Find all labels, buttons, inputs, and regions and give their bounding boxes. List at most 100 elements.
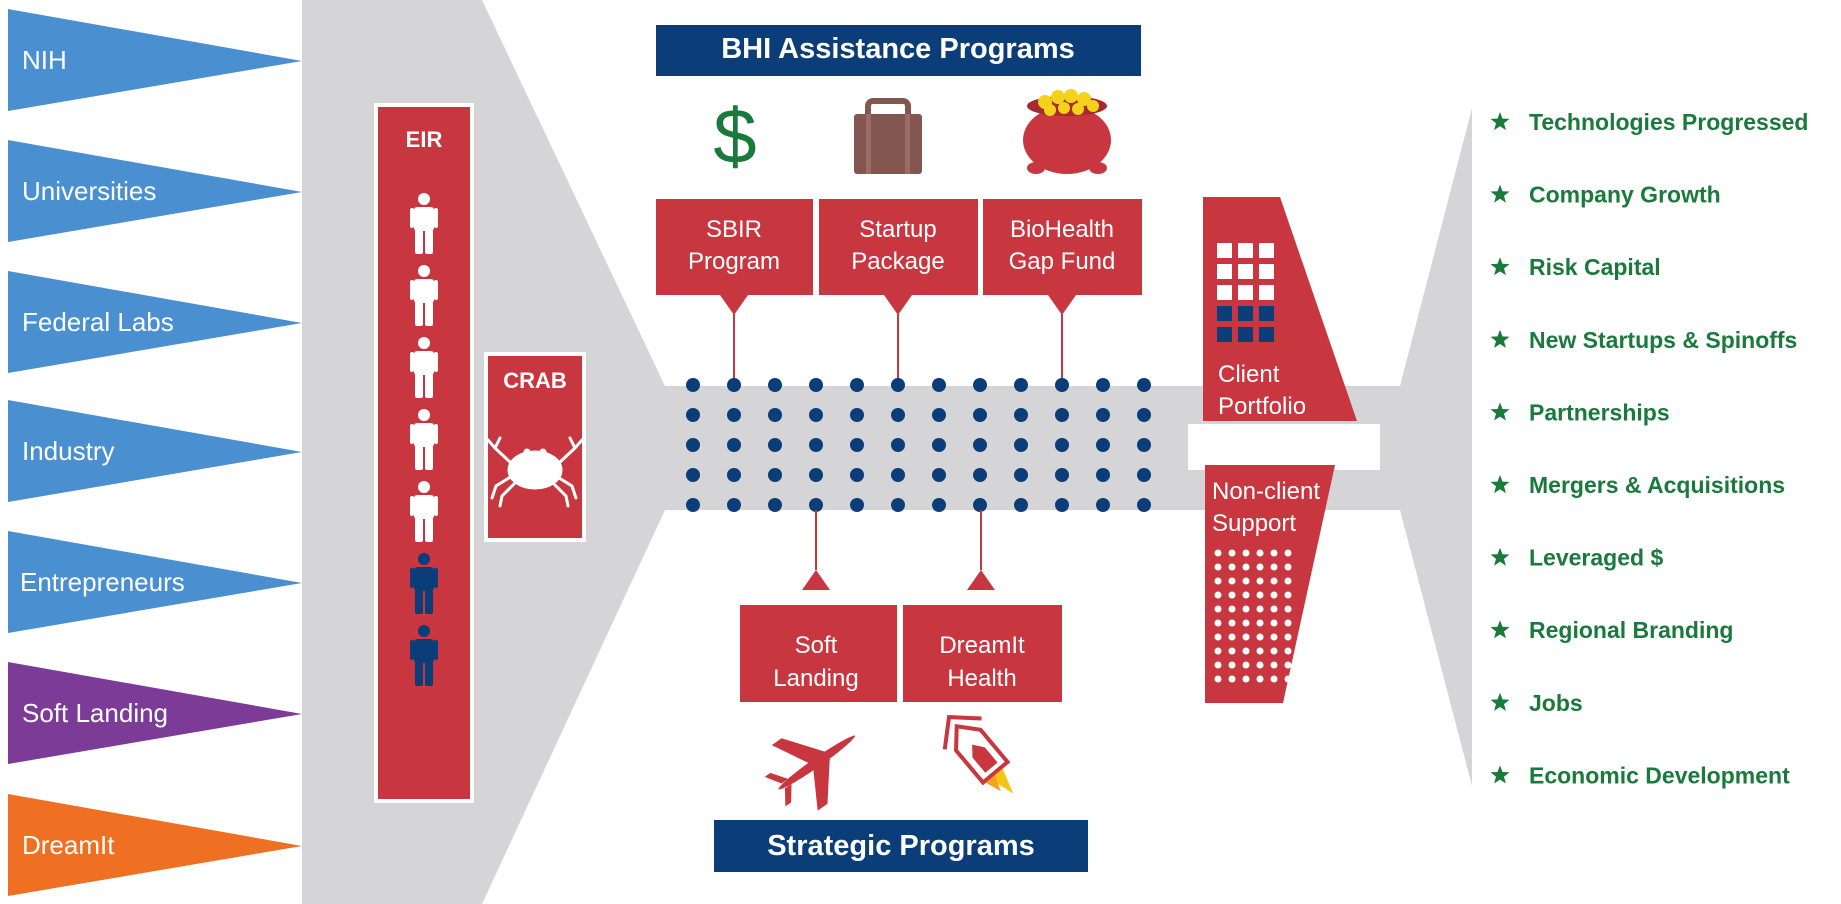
outcome-label: Leveraged $ bbox=[1529, 545, 1663, 571]
client-portfolio: Client Portfolio bbox=[1203, 197, 1357, 421]
window-square bbox=[1259, 306, 1274, 321]
support-dot bbox=[1284, 675, 1292, 683]
outcome-item: Regional Branding bbox=[1490, 617, 1733, 643]
support-dot bbox=[1284, 577, 1292, 585]
support-dot bbox=[1256, 563, 1264, 571]
support-dot bbox=[1270, 577, 1278, 585]
program-label-line2: Gap Fund bbox=[1009, 248, 1116, 275]
grid-dot bbox=[1014, 378, 1028, 392]
grid-dot bbox=[727, 468, 741, 482]
outcome-item: Leveraged $ bbox=[1490, 545, 1663, 571]
assistance-title: BHI Assistance Programs bbox=[721, 33, 1075, 65]
support-dot bbox=[1214, 619, 1222, 627]
support-dot bbox=[1242, 577, 1250, 585]
pot-of-gold-icon bbox=[1023, 89, 1111, 174]
outcome-label: New Startups & Spinoffs bbox=[1529, 327, 1797, 353]
person-icon bbox=[410, 193, 438, 254]
window-square bbox=[1217, 285, 1232, 300]
source-label: Federal Labs bbox=[22, 307, 174, 337]
source-pennant: Soft Landing bbox=[8, 662, 302, 764]
grid-dot bbox=[973, 378, 987, 392]
grid-dot bbox=[891, 438, 905, 452]
grid-dot bbox=[727, 408, 741, 422]
support-dot bbox=[1284, 619, 1292, 627]
program-label-line1: Startup bbox=[859, 216, 936, 243]
source-label: Industry bbox=[22, 436, 115, 466]
support-dot bbox=[1214, 563, 1222, 571]
assistance-programs: SBIR Program Startup Package BioHealth G… bbox=[656, 199, 1142, 384]
support-dot bbox=[1284, 633, 1292, 641]
support-dot bbox=[1270, 633, 1278, 641]
grid-dot bbox=[809, 498, 823, 512]
source-pennant: NIH bbox=[8, 9, 302, 111]
program-label-line1: DreamIt bbox=[939, 632, 1025, 659]
program-label-line2: Health bbox=[947, 665, 1016, 692]
program-box-gapfund: BioHealth Gap Fund bbox=[983, 199, 1142, 384]
support-dot bbox=[1228, 605, 1236, 613]
window-square bbox=[1259, 264, 1274, 279]
support-dot bbox=[1284, 605, 1292, 613]
support-dot bbox=[1242, 633, 1250, 641]
support-dot bbox=[1284, 661, 1292, 669]
outcome-label: Partnerships bbox=[1529, 399, 1670, 425]
person-icon bbox=[410, 553, 438, 614]
grid-dot bbox=[1014, 408, 1028, 422]
grid-dot bbox=[1055, 498, 1069, 512]
window-square bbox=[1238, 306, 1253, 321]
crab-banner: CRAB bbox=[484, 352, 586, 542]
crab-label: CRAB bbox=[503, 368, 567, 393]
left-funnel bbox=[302, 0, 665, 904]
grid-dot bbox=[973, 498, 987, 512]
outcome-item: Mergers & Acquisitions bbox=[1490, 472, 1785, 498]
window-square bbox=[1259, 285, 1274, 300]
grid-dot bbox=[768, 438, 782, 452]
grid-dot bbox=[686, 378, 700, 392]
source-pennant: DreamIt bbox=[8, 794, 302, 896]
outcome-item: Technologies Progressed bbox=[1490, 109, 1808, 135]
grid-dot bbox=[768, 468, 782, 482]
airplane-icon bbox=[764, 735, 856, 811]
grid-dot bbox=[727, 378, 741, 392]
star-icon bbox=[1490, 765, 1510, 784]
grid-dot bbox=[1055, 468, 1069, 482]
dollar-icon: $ bbox=[713, 92, 756, 180]
pennant-shape bbox=[8, 9, 302, 111]
support-dot bbox=[1284, 591, 1292, 599]
star-icon bbox=[1490, 184, 1510, 203]
support-dot bbox=[1242, 549, 1250, 557]
source-label: Soft Landing bbox=[22, 698, 168, 728]
support-dot bbox=[1284, 549, 1292, 557]
nonclient-label-line2: Support bbox=[1212, 510, 1296, 537]
grid-dot bbox=[1137, 468, 1151, 482]
grid-dot bbox=[1096, 438, 1110, 452]
eir-label: EIR bbox=[406, 127, 443, 152]
source-label: DreamIt bbox=[22, 830, 115, 860]
grid-dot bbox=[1055, 408, 1069, 422]
source-pennant: Industry bbox=[8, 400, 302, 502]
support-dot bbox=[1242, 563, 1250, 571]
assistance-title-box bbox=[656, 25, 1141, 76]
grid-dot bbox=[1137, 498, 1151, 512]
support-dot bbox=[1270, 619, 1278, 627]
window-square bbox=[1238, 327, 1253, 342]
grid-dot bbox=[1014, 498, 1028, 512]
grid-dot bbox=[1137, 438, 1151, 452]
grid-dot bbox=[1137, 408, 1151, 422]
star-icon bbox=[1490, 620, 1510, 639]
window-square bbox=[1217, 264, 1232, 279]
source-label: Universities bbox=[22, 176, 156, 206]
window-square bbox=[1238, 243, 1253, 258]
grid-dot bbox=[768, 408, 782, 422]
star-icon bbox=[1490, 402, 1510, 421]
window-square bbox=[1217, 327, 1232, 342]
outcome-label: Risk Capital bbox=[1529, 254, 1661, 280]
source-label: Entrepreneurs bbox=[20, 567, 185, 597]
support-dot bbox=[1270, 605, 1278, 613]
grid-dot bbox=[809, 438, 823, 452]
grid-dot bbox=[850, 498, 864, 512]
support-dot bbox=[1270, 549, 1278, 557]
support-dot bbox=[1214, 549, 1222, 557]
rocket-icon bbox=[942, 715, 1014, 794]
